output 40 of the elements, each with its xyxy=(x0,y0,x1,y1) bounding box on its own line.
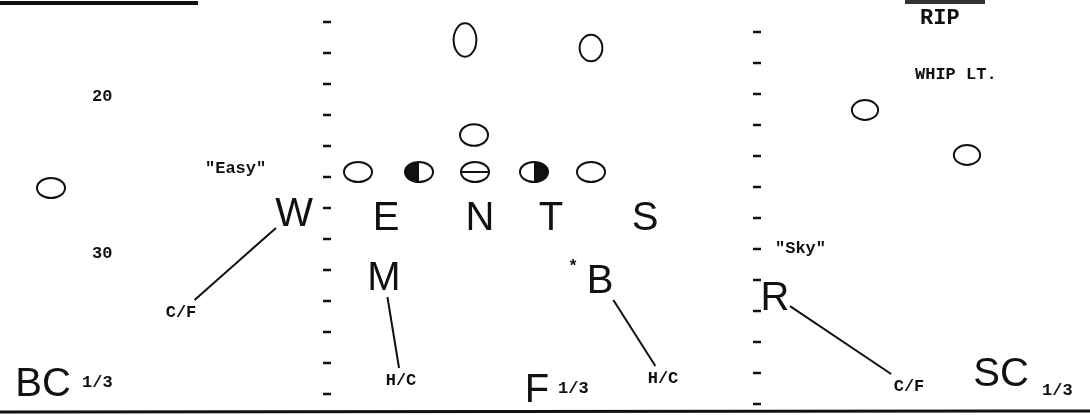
defender-letter: T xyxy=(537,195,565,237)
play-call: WHIP LT. xyxy=(915,66,997,83)
responsibility-label: C/F xyxy=(888,374,930,398)
defender-letter: S xyxy=(630,195,660,237)
defender-letter: N xyxy=(465,195,495,237)
player-circle xyxy=(458,122,490,148)
drop-line xyxy=(612,299,657,367)
zone-label: 1/3 xyxy=(1042,382,1073,399)
player-circle xyxy=(952,143,982,167)
zone-label: 1/3 xyxy=(82,374,113,391)
responsibility-label: C/F xyxy=(160,300,202,324)
drop-line xyxy=(789,305,893,375)
defender-letter: W xyxy=(276,192,312,232)
defender-letter: B xyxy=(585,258,615,300)
player-circle xyxy=(850,98,880,122)
yard-number: 20 xyxy=(92,88,113,105)
player-circle xyxy=(518,160,550,184)
defender-letter: SC xyxy=(966,350,1036,394)
defender-letter: R xyxy=(760,275,790,317)
play-name: RIP xyxy=(920,8,960,30)
drop-line xyxy=(386,296,401,369)
defender-letter: F xyxy=(522,366,552,410)
player-circle xyxy=(575,160,607,184)
zone-label: * xyxy=(568,258,579,275)
defender-letter: BC xyxy=(8,360,78,404)
defender-letter: M xyxy=(366,255,402,297)
defender-letter: E xyxy=(372,195,400,237)
drop-line xyxy=(193,226,277,301)
coverage-call: "Sky" xyxy=(775,240,826,257)
yard-number: 30 xyxy=(92,245,113,262)
coverage-call: "Easy" xyxy=(205,160,267,177)
player-circle xyxy=(342,160,374,184)
responsibility-label: H/C xyxy=(640,366,686,390)
player-circle xyxy=(459,160,491,184)
player-circle xyxy=(578,32,604,64)
player-circle xyxy=(403,160,435,184)
player-circle xyxy=(452,20,478,60)
player-circle xyxy=(35,176,67,200)
zone-label: 1/3 xyxy=(558,380,589,397)
responsibility-label: H/C xyxy=(378,368,424,392)
